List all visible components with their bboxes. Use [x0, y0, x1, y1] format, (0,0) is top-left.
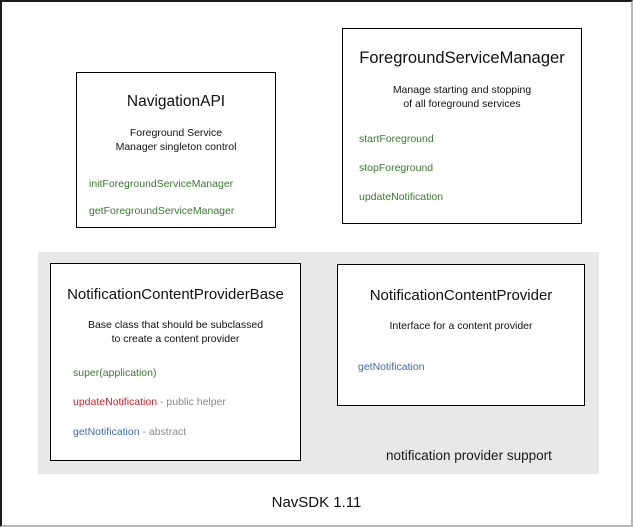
class-box-notification-content-provider-base[interactable]: NotificationContentProviderBase Base cla…	[50, 263, 301, 461]
class-box-navigation-api[interactable]: NavigationAPI Foreground Service Manager…	[76, 72, 276, 228]
class-description-line: of all foreground services	[403, 98, 521, 111]
member-name: startForeground	[359, 133, 434, 146]
member-item[interactable]: stopForeground	[359, 162, 581, 175]
member-list-notification-content-provider-base: super(application) updateNotification - …	[51, 367, 300, 439]
member-name: stopForeground	[359, 161, 434, 174]
member-list-foreground-service-manager: startForeground stopForeground updateNot…	[343, 133, 581, 203]
member-name: getNotification	[73, 425, 140, 438]
member-list-navigation-api: initForegroundServiceManager getForegrou…	[77, 178, 275, 217]
member-name: super(application)	[73, 366, 157, 379]
member-item[interactable]: super(application)	[73, 367, 300, 380]
class-description-foreground-service-manager: Manage starting and stopping of all fore…	[343, 83, 581, 111]
member-name: getNotification	[358, 361, 425, 374]
class-title-notification-content-provider-base: NotificationContentProviderBase	[67, 286, 284, 303]
member-item[interactable]: getForegroundServiceManager	[89, 205, 275, 218]
member-name: updateNotification	[73, 396, 158, 409]
class-title-navigation-api: NavigationAPI	[126, 93, 226, 110]
member-item[interactable]: initForegroundServiceManager	[89, 178, 275, 191]
class-box-notification-content-provider[interactable]: NotificationContentProvider Interface fo…	[337, 264, 585, 406]
member-name: initForegroundServiceManager	[89, 178, 234, 191]
member-name: updateNotification	[359, 190, 444, 203]
member-note: - abstract	[139, 425, 187, 438]
diagram-footer-caption: NavSDK 1.11	[271, 494, 362, 511]
group-panel-label-notification-provider-support: notification provider support	[386, 448, 552, 463]
class-box-foreground-service-manager[interactable]: ForegroundServiceManager Manage starting…	[342, 28, 582, 224]
member-item[interactable]: updateNotification	[359, 191, 581, 204]
member-list-notification-content-provider: getNotification	[338, 361, 584, 374]
class-description-line: Foreground Service	[129, 126, 223, 139]
member-item[interactable]: getNotification - abstract	[73, 426, 300, 439]
class-description-line: Base class that should be subclassed	[87, 319, 264, 332]
class-description-navigation-api: Foreground Service Manager singleton con…	[77, 126, 275, 154]
member-item[interactable]: getNotification	[358, 361, 584, 374]
member-note: - public helper	[157, 396, 226, 409]
class-description-line: Interface for a content provider	[389, 320, 533, 333]
member-item[interactable]: updateNotification - public helper	[73, 396, 300, 409]
class-description-line: Manage starting and stopping	[392, 83, 532, 96]
class-title-foreground-service-manager: ForegroundServiceManager	[359, 49, 565, 67]
class-description-line: Manager singleton control	[115, 140, 237, 153]
member-name: getForegroundServiceManager	[89, 204, 235, 217]
class-description-notification-content-provider-base: Base class that should be subclassed to …	[51, 318, 300, 346]
class-title-notification-content-provider: NotificationContentProvider	[369, 287, 553, 304]
member-item[interactable]: startForeground	[359, 133, 581, 146]
class-description-notification-content-provider: Interface for a content provider	[338, 319, 584, 333]
class-description-line: to create a content provider	[111, 333, 240, 346]
